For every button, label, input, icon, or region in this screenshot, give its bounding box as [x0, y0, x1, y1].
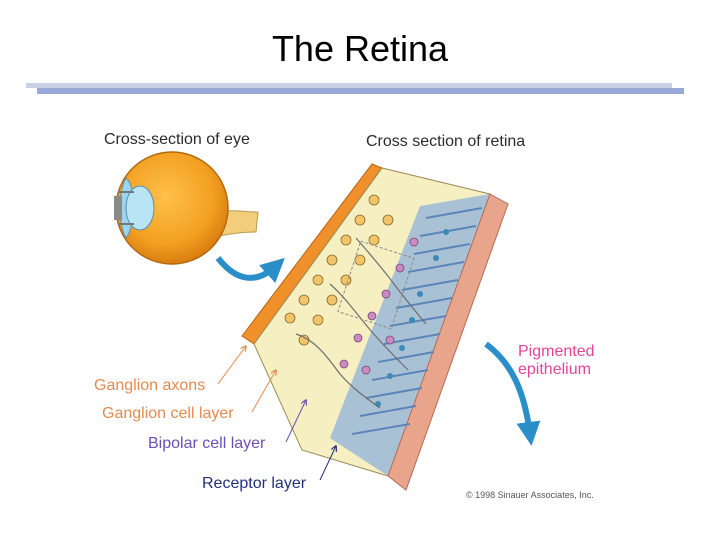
- copyright-credit: © 1998 Sinauer Associates, Inc.: [466, 490, 594, 500]
- label-receptor-layer: Receptor layer: [202, 475, 307, 492]
- label-pigmented: Pigmented: [518, 343, 595, 360]
- title-rule-dark: [37, 88, 684, 94]
- ganglion-cell-layer-pointer: [251, 370, 276, 413]
- ganglion-axons-pointer: [217, 346, 246, 385]
- title-rule-light: [26, 83, 672, 88]
- slide-title: The Retina: [271, 28, 449, 69]
- retina-figure: Cross-section of eye Cross section of re…: [90, 108, 630, 508]
- pigment-epithelium: [387, 193, 509, 491]
- label-epithelium: epithelium: [518, 361, 591, 378]
- retina-diagram: Cross-section of eye Cross section of re…: [90, 108, 630, 508]
- retina-caption: Cross section of retina: [366, 133, 525, 150]
- label-ganglion-cell-layer: Ganglion cell layer: [102, 405, 234, 422]
- eye-illustration: [114, 151, 259, 265]
- eye-to-retina-arrow: [215, 256, 285, 283]
- eye-caption: Cross-section of eye: [104, 131, 250, 148]
- receptor-layer-pointer: [319, 446, 336, 481]
- retina-to-epithelium-arrow: [484, 341, 541, 446]
- retina-section: [241, 163, 509, 491]
- label-bipolar-cell-layer: Bipolar cell layer: [148, 435, 266, 452]
- label-ganglion-axons: Ganglion axons: [94, 377, 205, 394]
- bipolar-cell-layer-pointer: [285, 400, 306, 443]
